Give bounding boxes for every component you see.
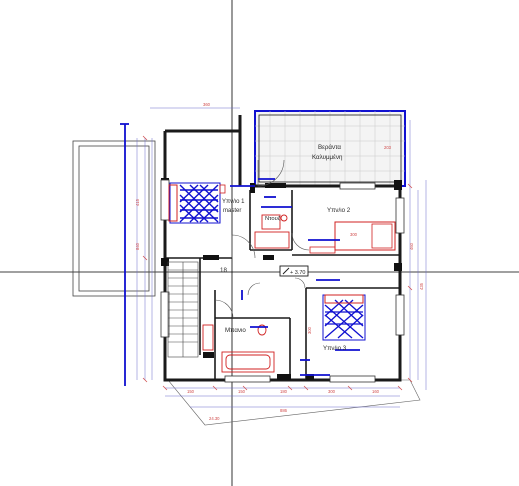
bedroom3-furniture xyxy=(322,294,366,341)
svg-text:840: 840 xyxy=(135,242,140,250)
bedroom2-furniture xyxy=(309,221,396,254)
svg-text:415: 415 xyxy=(135,198,140,206)
bedroom1-label-line2: master xyxy=(223,208,241,214)
svg-text:360: 360 xyxy=(203,102,211,107)
bedroom1-furniture xyxy=(168,182,226,224)
stair-count-label: 18 xyxy=(220,267,227,274)
svg-text:300: 300 xyxy=(307,326,312,334)
svg-text:300: 300 xyxy=(350,232,358,237)
veranda-label-line2: Καλυμμένη xyxy=(312,154,343,161)
room-labels: Βεράντα Καλυμμένη Υπν/ιο 1 master Ντουζ … xyxy=(220,144,351,352)
level-marker: + 3.70 xyxy=(279,265,309,277)
svg-text:24.30: 24.30 xyxy=(209,416,220,421)
staircase xyxy=(167,261,199,358)
svg-text:203: 203 xyxy=(384,145,392,150)
shower-fixtures xyxy=(254,214,290,249)
bathroom-label: Μπανιο xyxy=(225,327,246,334)
svg-text:300: 300 xyxy=(328,389,336,394)
blue-markups xyxy=(120,123,360,386)
left-balcony xyxy=(72,140,156,297)
svg-text:886: 886 xyxy=(280,408,288,413)
shower-label: Ντουζ xyxy=(265,216,281,222)
dimension-lines xyxy=(136,107,427,408)
bedroom2-label: Υπν/ιο 2 xyxy=(327,207,351,214)
svg-text:150: 150 xyxy=(187,389,195,394)
veranda xyxy=(254,110,406,187)
level-mark-label: + 3.70 xyxy=(290,270,305,276)
svg-text:150: 150 xyxy=(238,389,246,394)
veranda-label-line1: Βεράντα xyxy=(318,144,341,151)
svg-text:460: 460 xyxy=(409,242,414,250)
dimension-ticks xyxy=(142,135,413,391)
bedroom3-label: Υπν/ιο 3 xyxy=(323,345,347,352)
dimension-text-marks: 360 203 415 840 150 150 180 300 160 886 … xyxy=(135,102,424,421)
svg-text:160: 160 xyxy=(372,389,380,394)
windows xyxy=(160,179,405,383)
site-outline xyxy=(167,379,421,426)
bathroom-fixtures xyxy=(202,324,275,373)
svg-text:180: 180 xyxy=(280,389,288,394)
bedroom1-label-line1: Υπν/ιο 1 xyxy=(222,199,245,205)
svg-text:435: 435 xyxy=(419,282,424,290)
interior-walls xyxy=(165,190,400,380)
